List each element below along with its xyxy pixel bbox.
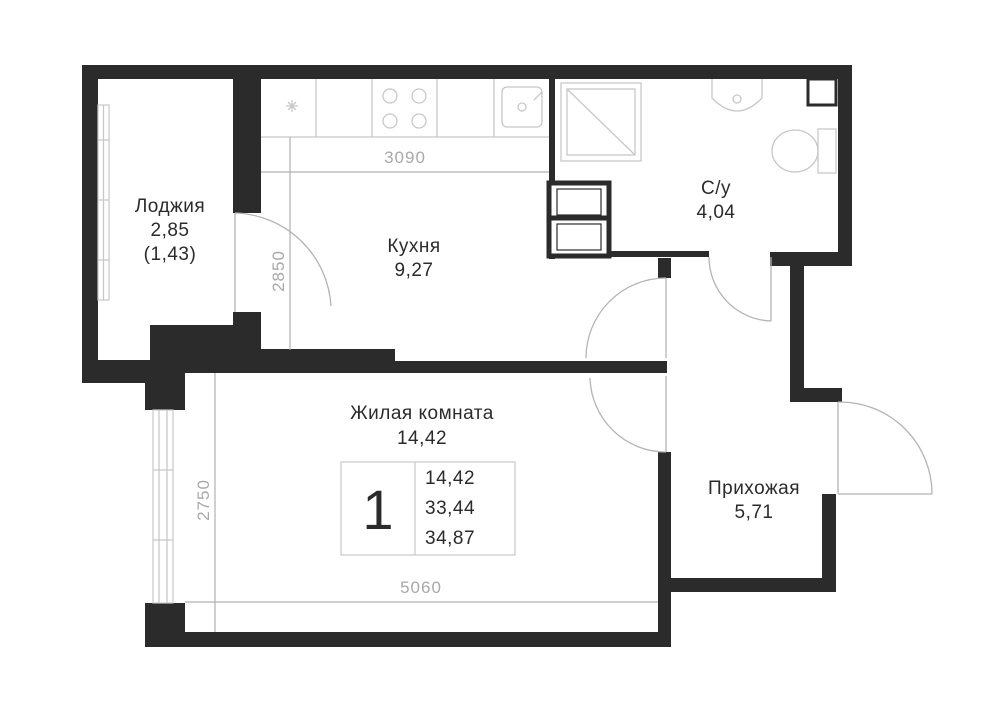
wall-right — [838, 65, 852, 265]
wall-kitchen-bath — [549, 79, 555, 259]
wall-top — [95, 65, 852, 79]
loggia-area-reduced: (1,43) — [144, 244, 197, 265]
window-living — [152, 409, 174, 604]
hall-area: 5,71 — [735, 502, 774, 523]
doors — [234, 212, 933, 495]
door-living — [589, 376, 667, 453]
bathroom-area: 4,04 — [697, 202, 736, 223]
rooms-count: 1 — [362, 478, 393, 541]
bathroom-name: С/у — [701, 178, 731, 199]
summary-total-area-with-loggia: 34,87 — [425, 528, 475, 549]
wall-hall-right-ledge — [790, 388, 842, 402]
fixtures — [261, 79, 837, 259]
utility-boxes — [546, 180, 612, 259]
door-kitchen — [585, 277, 667, 359]
walls — [82, 65, 852, 647]
wall-kitchen-living-b — [180, 361, 667, 373]
summary-total-area: 33,44 — [425, 498, 475, 519]
dimension-lines — [185, 137, 658, 632]
toilet-icon — [771, 128, 837, 174]
dim-kitchen-width: 3090 — [384, 148, 426, 167]
sink-icon — [501, 86, 543, 128]
loggia-name: Лоджия — [135, 196, 205, 217]
wall-bath-bottom — [549, 251, 709, 257]
washbasin-icon — [711, 79, 763, 112]
wall-hall-right-upper — [790, 254, 804, 401]
summary-living-area: 14,42 — [425, 468, 475, 489]
dim-living-depth: 2750 — [194, 479, 213, 521]
door-loggia — [234, 212, 332, 312]
kitchen-counter — [261, 79, 549, 138]
wall-loggia-kitchen-upper — [233, 65, 261, 213]
loggia-area: 2,85 — [151, 220, 190, 241]
wall-hall-stub — [658, 258, 671, 278]
wall-hall-bottom — [658, 578, 836, 592]
door-entrance — [837, 401, 933, 495]
wall-living-left-bottom — [145, 603, 185, 647]
windows — [97, 104, 174, 604]
wall-living-left-top — [145, 360, 185, 410]
door-bathroom — [708, 256, 772, 322]
hall-name: Прихожая — [708, 478, 800, 499]
wall-living-bottom — [180, 632, 670, 647]
dim-kitchen-depth: 2850 — [269, 250, 288, 292]
stove-icon — [382, 88, 427, 129]
wall-loggia-left — [82, 65, 98, 383]
wall-right-ledge — [770, 252, 852, 266]
wall-hall-right-lower — [822, 494, 836, 592]
kitchen-name: Кухня — [387, 236, 440, 257]
wall-living-hall — [658, 452, 671, 647]
living-name: Жилая комната — [350, 403, 494, 424]
ventilation-shaft — [806, 77, 838, 107]
living-area: 14,42 — [397, 428, 447, 449]
kitchen-area: 9,27 — [395, 260, 434, 281]
fridge-icon — [286, 100, 298, 112]
shower-tray-icon — [560, 82, 642, 162]
window-loggia — [97, 104, 110, 301]
dim-living-width: 5060 — [400, 578, 442, 597]
summary-box: 1 14,42 33,44 34,87 — [340, 461, 516, 556]
wall-kitchen-living-a — [260, 349, 395, 363]
